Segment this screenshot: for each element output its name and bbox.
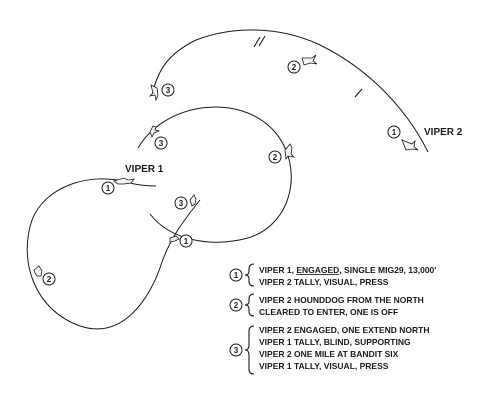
legend-3-line-2: VIPER 1 TALLY, BLIND, SUPPORTING — [259, 337, 411, 347]
svg-text:3: 3 — [166, 86, 171, 95]
legend-2-line-2: CLEARED TO ENTER, ONE IS OFF — [259, 307, 398, 317]
marker-1-middle: 1 — [179, 234, 193, 248]
legend-1-line-2: VIPER 2 TALLY, VISUAL, PRESS — [259, 277, 389, 287]
viper2-tick-2 — [258, 35, 266, 47]
legend-marker-3: 3 — [229, 343, 243, 357]
viper2-tick-3 — [354, 88, 363, 98]
svg-text:2: 2 — [234, 301, 239, 310]
viper2-label: VIPER 2 — [424, 127, 463, 138]
legend-brace-1 — [244, 263, 255, 287]
marker-2-viper2: 2 — [287, 60, 301, 74]
marker-3-viper1: 3 — [174, 196, 188, 210]
svg-text:2: 2 — [292, 63, 297, 72]
marker-3-viper2: 3 — [161, 83, 175, 97]
legend-entry-2: 2 VIPER 2 HOUNDDOG FROM THE NORTH CLEARE… — [229, 293, 424, 317]
svg-text:1: 1 — [234, 271, 239, 280]
aircraft-icon — [148, 84, 159, 102]
legend-marker-1: 1 — [229, 268, 243, 282]
svg-text:3: 3 — [179, 199, 184, 208]
viper2-track — [151, 29, 429, 153]
aircraft-icon — [113, 177, 135, 185]
legend-2-line-1: VIPER 2 HOUNDDOG FROM THE NORTH — [259, 295, 424, 305]
svg-text:1: 1 — [106, 184, 111, 193]
marker-3-middle: 3 — [154, 136, 168, 150]
aircraft-icon — [33, 265, 43, 277]
viper2-loop-track — [137, 106, 292, 243]
svg-text:3: 3 — [234, 346, 239, 355]
marker-2-viper1: 2 — [42, 272, 56, 286]
viper1-loop-track — [26, 178, 201, 330]
legend-1-line-1: VIPER 1, ENGAGED, SINGLE MIG29, 13,000' — [259, 265, 436, 275]
aircraft-icon — [401, 139, 419, 151]
svg-text:2: 2 — [47, 275, 52, 284]
svg-text:2: 2 — [273, 153, 278, 162]
legend-3-line-1: VIPER 2 ENGAGED, ONE EXTEND NORTH — [259, 325, 430, 335]
aircraft-icon — [189, 194, 197, 207]
marker-2-middle: 2 — [268, 150, 282, 164]
aircraft-icon — [149, 125, 161, 138]
aircraft-icon — [284, 143, 296, 161]
svg-text:1: 1 — [184, 237, 189, 246]
legend-entry-3: 3 VIPER 2 ENGAGED, ONE EXTEND NORTH VIPE… — [229, 325, 430, 375]
aircraft-icon — [169, 235, 180, 243]
legend-marker-2: 2 — [229, 298, 243, 312]
marker-1-viper1: 1 — [101, 181, 115, 195]
legend-brace-2 — [244, 293, 255, 317]
viper1-label: VIPER 1 — [125, 164, 164, 175]
legend-3-line-3: VIPER 2 ONE MILE AT BANDIT SIX — [259, 349, 399, 359]
svg-text:1: 1 — [392, 128, 397, 137]
viper2-tick-1 — [253, 36, 261, 48]
legend-entry-1: 1 VIPER 1, ENGAGED, SINGLE MIG29, 13,000… — [229, 263, 436, 287]
legend-brace-3 — [244, 325, 255, 375]
legend-3-line-4: VIPER 1 TALLY, VISUAL, PRESS — [259, 361, 389, 371]
marker-1-viper2: 1 — [387, 125, 401, 139]
aircraft-icon — [301, 54, 318, 66]
svg-text:3: 3 — [159, 139, 164, 148]
